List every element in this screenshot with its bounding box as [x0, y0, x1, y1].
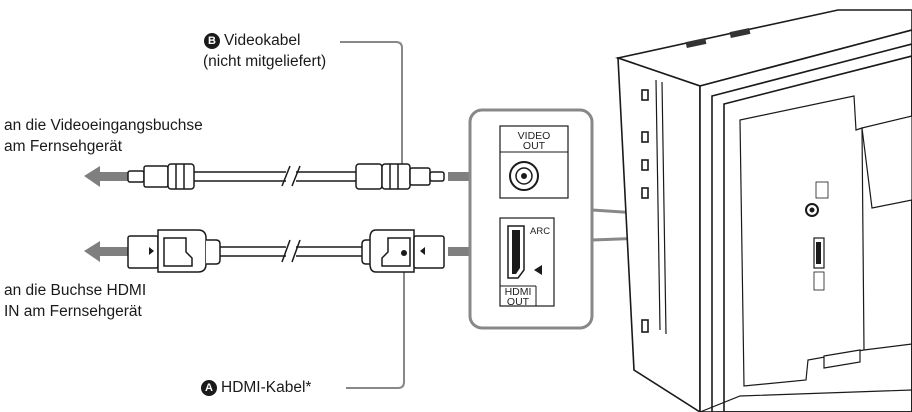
video-destination-line1: an die Videoeingangsbuchse	[4, 117, 203, 134]
hdmi-out-label-line1: HDMI	[505, 286, 532, 298]
video-cable-note: (nicht mitgeliefert)	[203, 53, 327, 70]
video-out-label-line1: VIDEO	[518, 130, 551, 142]
hdmi-out-label-line2: OUT	[507, 296, 530, 308]
video-arrow-left	[84, 166, 128, 187]
arc-label: ARC	[530, 226, 550, 237]
hdmi-arrow-left	[84, 241, 128, 262]
connector-panel	[468, 108, 594, 330]
hdmi-destination-line1: an die Buchse HDMI	[4, 282, 147, 299]
hdmi-cable-name: HDMI-Kabel*	[221, 379, 312, 396]
hdmi-cable	[84, 229, 494, 273]
leader-line-hdmi-cable	[346, 254, 405, 389]
hdmi-destination-line2: IN am Fernsehgerät	[4, 303, 142, 320]
video-out-label-line2: OUT	[523, 140, 546, 152]
av-device	[615, 9, 912, 412]
badge-a-icon: A	[201, 380, 217, 396]
leader-line-video-cable	[340, 41, 403, 168]
video-cable-name: Videokabel	[224, 32, 301, 49]
badge-b-icon: B	[204, 33, 220, 49]
video-destination-line2: am Fernsehgerät	[4, 138, 123, 155]
video-cable	[84, 163, 494, 190]
